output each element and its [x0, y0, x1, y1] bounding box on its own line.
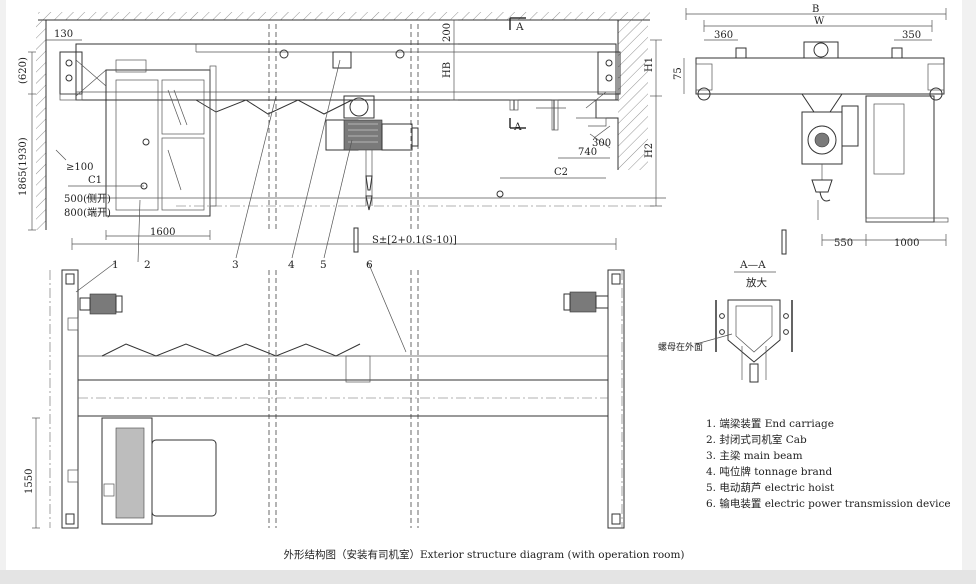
dim-1600: 1600 — [150, 227, 175, 238]
legend-item-2: 2. 封闭式司机室 Cab — [706, 434, 807, 446]
bottom-strip — [0, 570, 976, 584]
exterior-structure-diagram: 130 (620) 1865(1930) ≥100 C1 500(侧开) 800… — [18, 4, 949, 529]
dim-hb: HB — [442, 62, 453, 78]
drawing-sheet: 130 (620) 1865(1930) ≥100 C1 500(侧开) 800… — [6, 0, 962, 570]
dim-min-100: ≥100 — [66, 162, 93, 173]
dim-500: 500(侧开) — [64, 192, 111, 205]
side-elevation-view: B W 360 350 75 — [673, 4, 949, 255]
dim-800: 800(端开) — [64, 206, 111, 219]
part-number-4: 4 — [288, 259, 295, 271]
plan-end-carriage-right — [607, 269, 625, 529]
legend-item-6: 6. 输电装置 electric power transmission devi… — [706, 498, 951, 510]
electric-hoist-front — [325, 95, 419, 253]
dim-b: B — [812, 4, 819, 15]
plan-end-carriage-left — [61, 269, 79, 529]
nut-note: 螺母在外面 — [658, 341, 703, 353]
section-a-a-view: A—A 放大 螺母在外面 — [658, 259, 793, 383]
end-carriage-left — [59, 51, 83, 95]
section-a-a-subtitle: 放大 — [746, 276, 767, 289]
legend-item-3: 3. 主梁 main beam — [706, 450, 803, 462]
dim-550: 550 — [834, 238, 853, 249]
dim-w: W — [814, 16, 825, 27]
parts-legend: 1. 端梁装置 End carriage 2. 封闭式司机室 Cab 3. 主梁… — [706, 416, 956, 512]
legend-item-4: 4. 吨位牌 tonnage brand — [706, 466, 833, 478]
dim-1550: 1550 — [24, 469, 35, 494]
main-girder — [75, 43, 617, 101]
legend-item-1: 1. 端梁装置 End carriage — [706, 418, 834, 430]
part-number-6: 6 — [366, 259, 373, 271]
part-number-5: 5 — [320, 259, 327, 271]
dim-300: 300 — [592, 138, 611, 149]
section-mark-a-mid: A — [513, 121, 522, 133]
dim-1000: 1000 — [894, 238, 919, 249]
part-number-3: 3 — [232, 259, 239, 271]
drive-motor-right — [569, 291, 597, 313]
dim-620: (620) — [18, 57, 29, 84]
dim-740: 740 — [578, 147, 597, 158]
section-a-a-title: A—A — [739, 259, 766, 271]
part-number-2: 2 — [144, 259, 151, 271]
right-wall-hatch — [618, 20, 648, 170]
section-mark-a-top: A — [515, 21, 524, 33]
left-wall-hatch — [36, 20, 46, 230]
operator-cab-front — [75, 59, 217, 217]
front-elevation-view: 130 (620) 1865(1930) ≥100 C1 500(侧开) 800… — [18, 12, 666, 353]
side-cab — [865, 95, 935, 223]
legend-item-5: 5. 电动葫芦 electric hoist — [706, 482, 835, 494]
figure-caption: 外形结构图（安装有司机室）Exterior structure diagram … — [283, 549, 685, 561]
dim-1865: 1865(1930) — [18, 137, 29, 196]
side-girder — [695, 57, 945, 95]
dim-360: 360 — [714, 30, 733, 41]
dim-h2: H2 — [644, 143, 655, 158]
plan-truss — [101, 343, 361, 357]
part-number-1: 1 — [112, 259, 119, 271]
dim-350: 350 — [902, 30, 921, 41]
dim-c1: C1 — [88, 175, 102, 186]
dim-75: 75 — [673, 67, 684, 80]
dim-c2: C2 — [554, 167, 568, 178]
dim-130: 130 — [54, 29, 73, 40]
dim-h1: H1 — [644, 57, 655, 72]
ceiling-hatch — [38, 12, 650, 20]
dim-span: S±[2+0.1(S-10)] — [372, 235, 457, 246]
plan-view: 1550 — [24, 269, 625, 529]
tonnage-plate — [332, 51, 352, 69]
end-carriage-right — [597, 51, 621, 95]
dim-200: 200 — [442, 23, 453, 42]
drive-motor-left — [89, 293, 117, 315]
